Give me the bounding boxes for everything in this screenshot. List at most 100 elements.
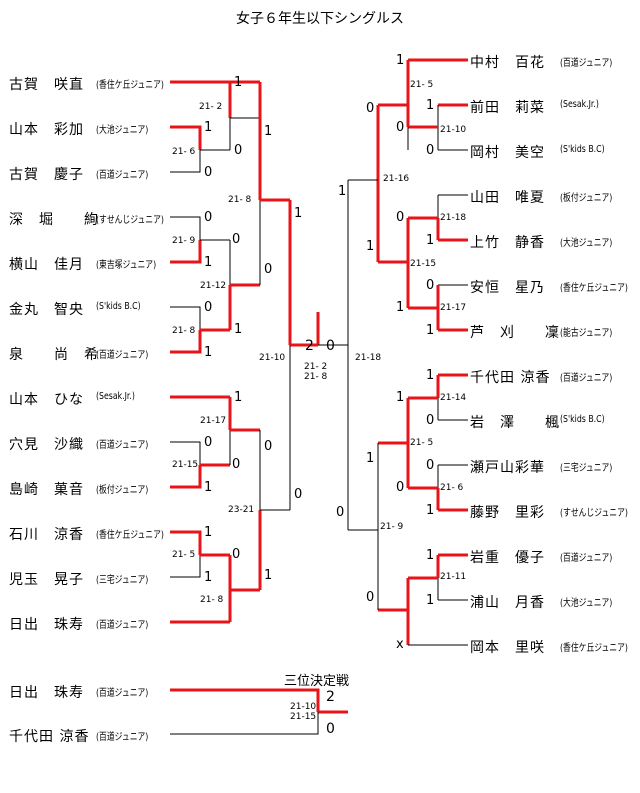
third-place-game-2: 21-15 (290, 712, 317, 722)
player-club: (百道ジュニア) (560, 373, 613, 384)
player-name: 泉 尚 希 (9, 347, 99, 363)
match-score: 1 (234, 75, 243, 90)
match-score: 1 (338, 184, 347, 199)
game-score: 21-18 (440, 213, 467, 223)
match-score: 1 (204, 525, 213, 540)
player-name: 島崎 菓音 (9, 482, 84, 498)
game-score: 21-12 (200, 281, 227, 291)
bracket-line (170, 712, 319, 735)
player-club: (百道ジュニア) (560, 553, 613, 564)
match-score: 0 (234, 143, 243, 158)
game-score: 21-15 (410, 259, 437, 269)
game-score: 21-17 (440, 303, 467, 313)
player-name: 岡村 美空 (470, 145, 545, 161)
player-club: (百道ジュニア) (96, 170, 149, 181)
player-club: (東吉塚ジュニア) (96, 260, 157, 271)
player-club: (百道ジュニア) (96, 620, 149, 631)
player-club: (百道ジュニア) (96, 732, 149, 743)
bracket-line (170, 216, 201, 240)
game-score: 21-16 (383, 174, 410, 184)
game-score: 21- 5 (172, 550, 196, 560)
match-score: 0 (204, 300, 213, 315)
player-name: 穴見 沙織 (9, 437, 84, 453)
match-score: 1 (204, 120, 213, 135)
player-club: (すせんじジュニア) (560, 508, 628, 519)
player-club: (香住ケ丘ジュニア) (96, 530, 164, 541)
bracket-winner-line (170, 125, 202, 150)
match-score: 0 (396, 210, 405, 225)
match-score: 1 (426, 503, 435, 518)
match-score: 0 (366, 101, 375, 116)
player-club: (大池ジュニア) (96, 125, 149, 136)
match-score: 1 (396, 300, 405, 315)
match-score: 1 (426, 368, 435, 383)
match-score: 1 (426, 233, 435, 248)
player-club: (百道ジュニア) (96, 688, 149, 699)
match-score: 0 (426, 143, 435, 158)
match-score: 0 (232, 457, 241, 472)
player-club: (百道ジュニア) (560, 58, 613, 69)
match-score: 0 (426, 278, 435, 293)
player-club: (大池ジュニア) (560, 598, 613, 609)
player-club: (大池ジュニア) (560, 238, 613, 249)
match-score: 0 (336, 505, 345, 520)
player-club: (香住ケ丘ジュニア) (560, 643, 628, 654)
player-name: 日出 珠寿 (9, 685, 84, 701)
player-name: 日出 珠寿 (9, 617, 84, 633)
player-name: 山本 彩加 (9, 122, 84, 138)
third-place-title: 三位決定戦 (284, 674, 350, 689)
bracket-line (170, 441, 201, 465)
match-score: 0 (204, 165, 213, 180)
bracket-line (170, 555, 201, 578)
player-name: 石川 涼香 (9, 527, 84, 543)
match-score: 1 (204, 255, 213, 270)
game-score: 21- 5 (410, 438, 434, 448)
match-score: 1 (264, 124, 273, 139)
player-name: 藤野 里彩 (470, 505, 545, 521)
player-name: 児玉 晃子 (9, 572, 84, 588)
player-name: 千代田 涼香 (9, 729, 90, 745)
game-score: 21-14 (440, 393, 467, 403)
player-club: (S'kids B.C) (96, 301, 141, 312)
match-score: 0 (232, 547, 241, 562)
match-score: 0 (264, 262, 273, 277)
player-name: 中村 百花 (470, 55, 545, 71)
game-score: 21- 6 (440, 483, 464, 493)
player-club: (能古ジュニア) (560, 328, 613, 339)
match-score: 1 (204, 570, 213, 585)
bracket-winner-line (170, 330, 202, 354)
player-name: 安恒 星乃 (470, 280, 545, 296)
player-name: 千代田 涼香 (470, 370, 551, 386)
match-score: 1 (426, 323, 435, 338)
player-club: (香住ケ丘ジュニア) (96, 80, 164, 91)
match-score: x (396, 637, 404, 652)
bracket-winner-line (170, 688, 320, 712)
player-name: 芦 刈 凜 (470, 325, 560, 341)
game-score: 21- 8 (200, 595, 224, 605)
third-place-score-top: 2 (326, 689, 335, 705)
match-score: 0 (426, 413, 435, 428)
match-score: 0 (294, 487, 303, 502)
player-club: (三宅ジュニア) (96, 575, 149, 586)
final-score-right: 0 (326, 338, 335, 354)
player-name: 山田 唯夏 (470, 190, 545, 206)
game-score: 21- 9 (380, 522, 404, 532)
player-name: 浦山 月香 (470, 595, 545, 611)
player-name: 金丸 智央 (9, 302, 84, 318)
bracket-line (170, 150, 201, 173)
player-club: (S'kids B.C) (560, 144, 605, 155)
game-score: 21- 6 (172, 147, 196, 157)
game-score: 21-10 (440, 125, 467, 135)
game-score: 21- 8 (172, 326, 196, 336)
match-score: 0 (204, 435, 213, 450)
match-score: 1 (204, 480, 213, 495)
match-score: 0 (366, 590, 375, 605)
bracket-winner-line (170, 530, 202, 555)
match-score: 1 (264, 568, 273, 583)
match-score: 1 (426, 548, 435, 563)
game-score: 21- 2 (199, 102, 223, 112)
player-name: 上竹 静香 (470, 235, 545, 251)
player-club: (Sesak.Jr.) (560, 99, 599, 110)
